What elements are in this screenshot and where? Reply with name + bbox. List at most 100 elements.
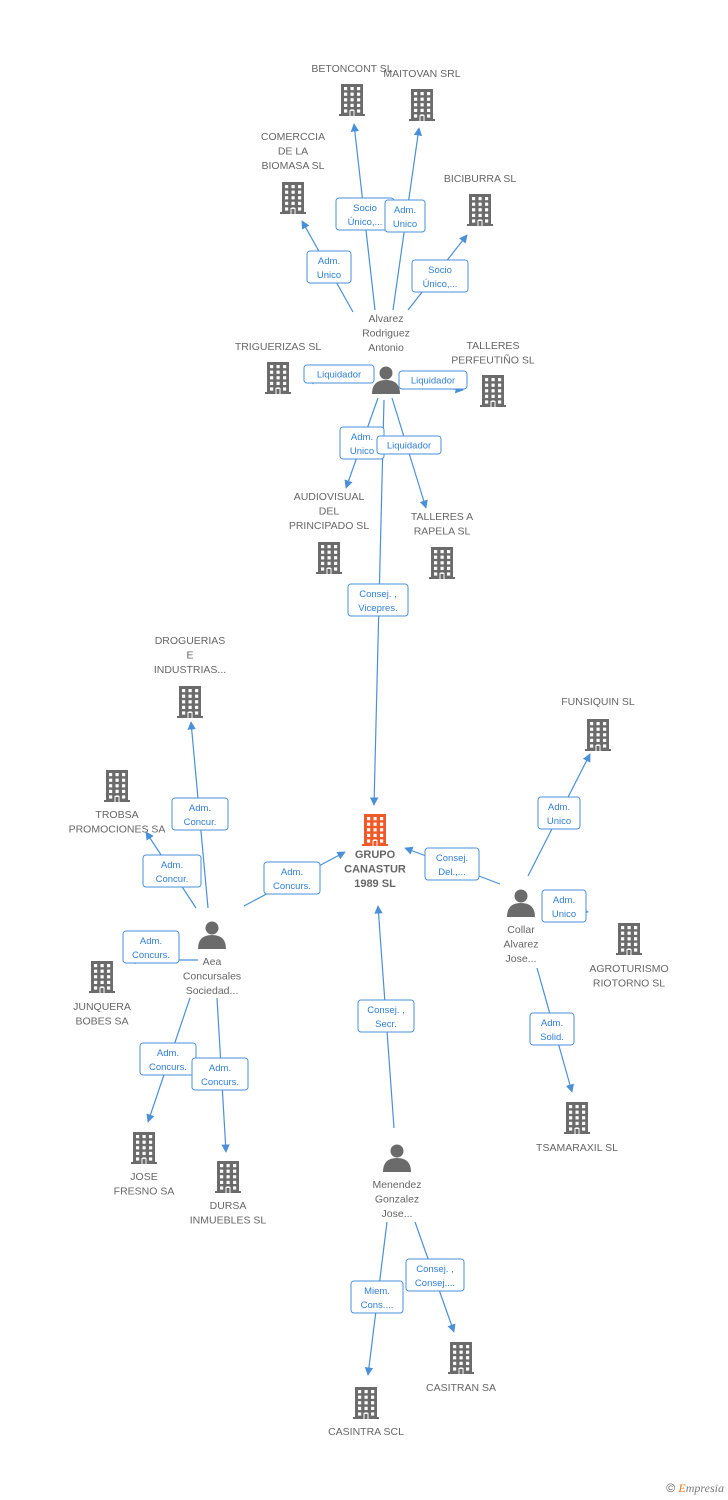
edge-role-label[interactable]: Consej. ,Vicepres. xyxy=(347,583,409,617)
node-label: TROBSA xyxy=(95,809,138,821)
building-icon xyxy=(104,770,130,802)
edge-label-box xyxy=(541,889,587,923)
edge-label-box xyxy=(398,370,468,390)
edge-role-label[interactable]: Adm.Unico xyxy=(384,199,426,233)
edge-label-box xyxy=(263,861,321,895)
node-label: Aea xyxy=(203,956,222,968)
edge-role-label[interactable]: Liquidador xyxy=(303,364,375,384)
company-node[interactable]: MAITOVAN SRL xyxy=(383,68,461,121)
person-node[interactable]: AeaConcursalesSociedad... xyxy=(183,921,241,998)
edge-role-label[interactable]: Consej. ,Secr. xyxy=(357,999,415,1033)
edge-role-label[interactable]: SocioÚnico,... xyxy=(411,259,469,293)
company-node[interactable]: TROBSA PROMOCIONES SA xyxy=(69,770,166,836)
company-node[interactable]: TRIGUERIZAS SL xyxy=(235,341,322,394)
person-node[interactable]: MenendezGonzalezJose... xyxy=(372,1144,422,1221)
brand-name: mpresia xyxy=(685,1481,724,1495)
node-label: Gonzalez xyxy=(375,1194,419,1206)
node-label: Alvarez xyxy=(368,313,403,325)
node-label: AUDIOVISUAL xyxy=(294,491,365,503)
edge-label-box xyxy=(384,199,426,233)
node-label: CASINTRA SCL xyxy=(328,1426,404,1438)
edge-role-label[interactable]: Liquidador xyxy=(398,370,468,390)
node-label: BIOMASA SL xyxy=(261,160,324,172)
edge-label-text: Concurs. xyxy=(132,950,170,961)
company-node[interactable]: CASINTRA SCL xyxy=(328,1387,404,1438)
building-icon xyxy=(131,1132,157,1164)
building-icon xyxy=(467,194,493,226)
node-label: TALLERES xyxy=(467,340,520,352)
main-company-building-icon xyxy=(362,814,388,846)
edge-label-box xyxy=(529,1012,575,1046)
company-node[interactable]: TALLERES PERFEUTIÑO SL xyxy=(451,340,535,407)
edge-label-text: Adm. xyxy=(318,256,340,267)
edge-label-box xyxy=(376,435,442,455)
edge-role-label[interactable]: Consej.Del.,... xyxy=(424,847,480,881)
edge-label-text: Consej.... xyxy=(415,1278,455,1289)
edge-role-label[interactable]: Adm.Concur. xyxy=(171,797,229,831)
building-icon xyxy=(448,1342,474,1374)
edge-role-label[interactable]: Adm.Concurs. xyxy=(191,1057,249,1091)
node-label: AGROTURISMO xyxy=(589,963,668,975)
edge-role-label[interactable]: Adm.Solid. xyxy=(529,1012,575,1046)
company-node[interactable]: CASITRAN SA xyxy=(426,1342,496,1394)
edge-role-label[interactable]: Liquidador xyxy=(376,435,442,455)
edge-role-label[interactable]: Adm.Unico xyxy=(306,250,352,284)
edge-role-label[interactable]: Consej. , Consej.... xyxy=(405,1258,465,1292)
edge-role-label[interactable]: Adm. Unico xyxy=(537,796,581,830)
edge-role-label[interactable]: Adm.Concur. xyxy=(142,854,202,888)
edge-role-label[interactable]: Adm.Concurs. xyxy=(263,861,321,895)
edge-label-text: Consej. , xyxy=(416,1264,454,1275)
edge-label-box xyxy=(347,583,409,617)
edge-label-text: Del.,... xyxy=(438,867,465,878)
node-label: TSAMARAXIL SL xyxy=(536,1142,618,1154)
edge-role-label[interactable]: Adm.Concurs. xyxy=(122,930,180,964)
edge-label-text: Consej. , xyxy=(359,589,397,600)
node-label: COMERCCIA xyxy=(261,131,325,143)
edges xyxy=(127,123,591,1376)
edge-role-label[interactable]: Miem.Cons.... xyxy=(350,1280,404,1314)
brand-initial: E xyxy=(678,1481,686,1495)
company-node[interactable]: BETONCONT SL xyxy=(311,63,393,116)
node-label: FUNSIQUIN SL xyxy=(561,696,635,708)
node-label: BICIBURRA SL xyxy=(444,173,517,185)
edge-label-text: Adm. xyxy=(548,802,570,813)
building-icon xyxy=(480,375,506,407)
company-node[interactable]: BICIBURRA SL xyxy=(444,173,517,226)
company-node[interactable]: FUNSIQUIN SL xyxy=(561,696,635,751)
company-node[interactable]: TSAMARAXIL SL xyxy=(536,1102,618,1154)
person-node[interactable]: CollarAlvarezJose... xyxy=(503,889,539,966)
edge-label-text: Liquidador xyxy=(387,441,431,452)
node-label: JOSE xyxy=(130,1171,157,1183)
node-label: Collar xyxy=(507,924,535,936)
edge-role-label[interactable]: Adm.Concurs. xyxy=(139,1042,197,1076)
node-label: CASITRAN SA xyxy=(426,1382,496,1394)
edge-label-text: Adm. xyxy=(157,1048,179,1059)
building-icon xyxy=(585,719,611,751)
edge-label-text: Adm. xyxy=(161,860,183,871)
edge-label-box xyxy=(306,250,352,284)
edge-label-text: Unico xyxy=(547,816,571,827)
footer-brand: © Empresia xyxy=(666,1481,724,1496)
edge-label-box xyxy=(357,999,415,1033)
building-icon xyxy=(339,84,365,116)
company-node[interactable]: DROGUERIASEINDUSTRIAS... xyxy=(154,635,226,718)
building-icon xyxy=(409,89,435,121)
node-label: PERFEUTIÑO SL xyxy=(451,354,535,367)
building-icon xyxy=(177,686,203,718)
edge-label-text: Adm. xyxy=(209,1063,231,1074)
building-icon xyxy=(429,547,455,579)
node-label: PROMOCIONES SA xyxy=(69,824,166,836)
edge-role-label[interactable]: Adm.Unico xyxy=(541,889,587,923)
edge-label-text: Único,... xyxy=(423,279,458,290)
edge-label-box xyxy=(303,364,375,384)
